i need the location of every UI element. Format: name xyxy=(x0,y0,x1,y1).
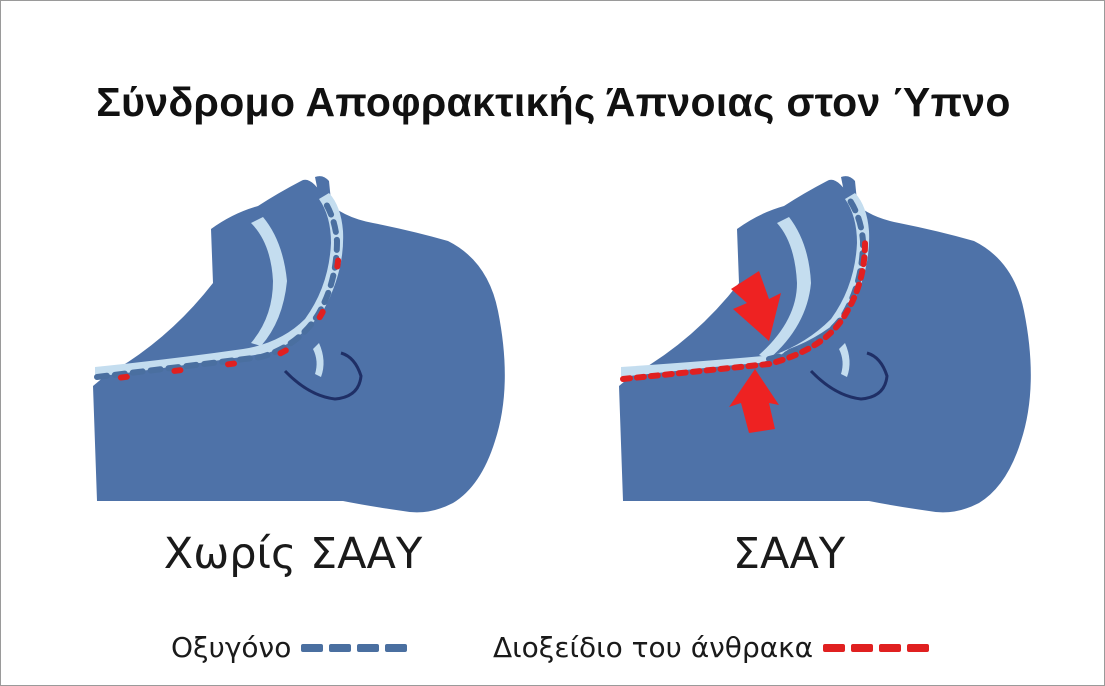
head-illustration-osa xyxy=(609,171,1049,521)
caption-osa: ΣΑΑΥ xyxy=(569,529,1009,579)
caption-normal: Χωρίς ΣΑΑΥ xyxy=(73,529,513,579)
legend-item-co2: Διοξείδιο του άνθρακα xyxy=(493,631,935,664)
head-silhouette xyxy=(93,180,505,513)
legend-swatch-oxygen xyxy=(301,644,413,652)
legend-swatch-co2 xyxy=(823,644,935,652)
panel-osa xyxy=(609,171,1049,521)
legend-label-co2: Διοξείδιο του άνθρακα xyxy=(493,631,813,664)
figure-title: Σύνδρομο Αποφρακτικής Άπνοιας στον Ύπνο xyxy=(1,79,1105,126)
head-illustration-normal xyxy=(83,171,523,521)
legend: Οξυγόνο Διοξείδιο του άνθρακα xyxy=(1,631,1105,681)
head-silhouette xyxy=(619,180,1031,513)
legend-label-oxygen: Οξυγόνο xyxy=(171,631,291,664)
panel-normal xyxy=(83,171,523,521)
legend-item-oxygen: Οξυγόνο xyxy=(171,631,413,664)
